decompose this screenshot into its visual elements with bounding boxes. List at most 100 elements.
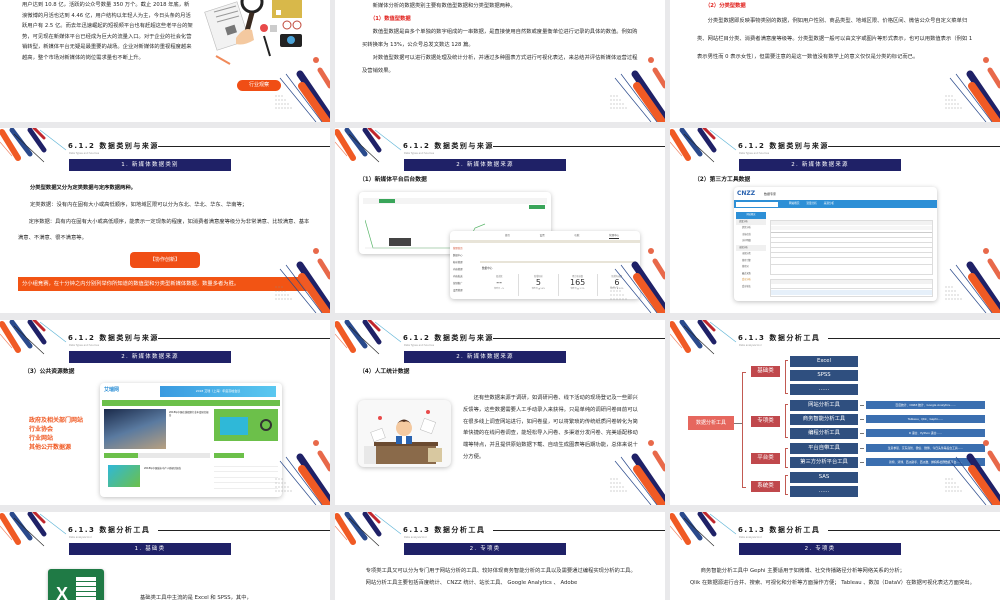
excel-icon: X [48,569,104,600]
cnzz-logo: CNZZ [737,190,756,197]
corner-stripes-decoration [335,512,405,552]
paragraph: 专项类工具又可以分为专门用于网站分析的工具、较好体现商务智能分析的工具以及需要通… [365,568,636,574]
section-subtitle: Data Types and Sources [69,152,99,155]
data-center-title: 数据中心 [482,267,493,270]
numeric-data-heading: （1）数值型数据 [369,16,411,22]
section-title: 6.1.2 数据类别与来源 [68,334,159,342]
subsection-banner: 2. 专项类 [739,543,901,555]
sidebar-item[interactable]: 受访分析 [742,278,751,281]
side-menu-item[interactable]: 内容发送 [453,275,463,278]
collaboration-pill[interactable]: 【协作创新】 [130,252,200,268]
desc-third-party-platform: 新榜、清博、西瓜助手、西瓜数、蝉妈妈社群数据平台…… [866,458,985,466]
section-subtitle: Data Types and Sources [69,344,99,347]
section-subtitle: Data analysis tool [69,536,92,539]
side-menu-item[interactable]: 内容管理 [453,268,463,271]
slide-third-party-tools[interactable]: 6.1.2 数据类别与来源 Data Types and Sources 2. … [670,128,1000,313]
site-select[interactable] [736,201,778,207]
tool-platform-builtin: 平台自带工具 [790,443,858,454]
side-menu-item[interactable]: 设置管理 [453,289,463,292]
slide-industry-observation[interactable]: 用户达到 10.8 亿，活跃的公众号数量 350 万个。截止 2018 年底，新… [0,0,330,122]
section-header: 6.1.2 数据类别与来源 Data Types and Sources [403,141,665,155]
section-title: 6.1.3 数据分析工具 [738,526,821,534]
subsection-banner: 2. 新媒体数据来源 [404,351,566,363]
manual-data-text: 还有些数据来源于调研，如调研问卷、线下活动的现场登记及一些即兴反馈等，这些数据需… [463,393,643,464]
nav-item[interactable]: 网站概况 [789,202,800,205]
cnzz-sidebar: 网站概况 流量分析 趋势分析 当前在线 访问明细 来源分析 来源分类 搜索引擎 … [736,212,766,290]
intro-text: 新媒体分析的数据类别主要有数值型数据和分类型数据两种。 [372,3,516,9]
slide-data-types[interactable]: 6.1.2 数据类别与来源 Data Types and Sources 1. … [0,128,330,313]
header-rule [493,338,665,339]
slide-platform-backend-data[interactable]: 6.1.2 数据类别与来源 Data Types and Sources 2. … [335,128,665,313]
slide-numeric-data[interactable]: 新媒体分析的数据类别主要有数值型数据和分类型数据两种。 （1）数值型数据 数值型… [335,0,665,122]
nav-item[interactable]: 来源分析 [823,202,835,205]
sidebar-item[interactable]: 搜索引擎 [742,258,751,262]
sidebar-item[interactable]: 网站概况 [736,212,766,219]
sidebar-item[interactable]: 趋势分析 [742,226,751,229]
nav-item[interactable]: 流量分析 [806,202,817,205]
tab-settings[interactable]: 设置 [539,234,545,237]
corner-stripes-decoration [930,52,1000,122]
slide-body: （2）分类型数据 分类型数据即反映事物类别的数据，例如用户性别、商品类型、地域区… [697,0,977,66]
header-rule [828,146,1000,147]
slide-categorical-data[interactable]: （2）分类型数据 分类型数据即反映事物类别的数据，例如用户性别、商品类型、地域区… [670,0,1000,122]
tab-admin[interactable]: 管理中心 [609,234,620,239]
sidebar-item[interactable]: 流量分析 [736,218,766,225]
tab-home[interactable]: 首页 [504,234,510,237]
slide-specialized-tools[interactable]: 6.1.3 数据分析工具 Data analysis tool 2. 专项类 专… [335,512,665,600]
ordinal-data-text: 定序数据：具有内在固有大小或高低顺序，能表示一定现象的程度，如消费者满意度等级分… [18,214,314,246]
sidebar-item[interactable]: 受访域名 [742,284,751,288]
categorical-data-heading: （2）分类型数据 [704,3,746,9]
subsection-heading: （4）人工统计数据 [359,369,410,375]
subsection-banner: 2. 新媒体数据来源 [69,351,231,363]
header-rule [158,530,330,531]
corner-stripes-decoration [930,435,1000,505]
section-title: 6.1.3 数据分析工具 [68,526,151,534]
article-image [104,409,166,449]
section-title: 6.1.2 数据类别与来源 [738,142,829,150]
section-title: 6.1.3 数据分析工具 [403,526,486,534]
side-menu-item[interactable]: 粉丝管理 [453,261,463,264]
paragraph: 网站分析工具主要包括百度统计、 CNZZ 统计、站长工具、 Google Ana… [365,579,578,586]
tool-basic-more: …… [790,384,858,395]
tool-system-more: …… [790,486,858,497]
stat-cards: 阅读数 -- 较昨日 --% 新增粉丝 5 较昨日 ▲ 50% 累计粉丝数 16… [480,274,636,296]
stats-table [770,220,933,275]
dashboard-tabs: 首页 设置 功能 管理中心 [490,233,634,239]
corner-stripes-decoration [595,243,665,313]
slide-bi-tools[interactable]: 6.1.3 数据分析工具 Data analysis tool 2. 专项类 商… [670,512,1000,600]
sidebar-item[interactable]: 来源分类 [742,252,751,255]
header-rule [828,338,1000,339]
subsection-heading: （3）公共资源数据 [24,369,75,375]
source-item: 政府及相关部门网站 [29,417,84,424]
side-menu-item[interactable]: 营销推广 [453,282,463,285]
sidebar-item[interactable]: 最近来路 [742,271,751,275]
side-menu-item[interactable]: 数据中心 [453,254,463,257]
desc-bi-analytics: Tableau、Qlik、Gephi…… [866,415,985,423]
desc-programming: R 语言、Python 语言…… [866,429,985,437]
sidebar-item[interactable]: 访问明细 [742,239,751,242]
basic-tools-text: 基础类工具中主流的是 Excel 和 SPSS，其中， [140,595,252,600]
slide-public-resource-data[interactable]: 6.1.2 数据类别与来源 Data Types and Sources 2. … [0,320,330,505]
numeric-data-paragraph-2: 对数值型数据可以进行数据处理及统计分析，并通过多种图表方式进行可视化表达，来总结… [362,55,638,74]
corner-stripes-decoration [260,52,330,122]
slide-basic-tools[interactable]: 6.1.3 数据分析工具 Data analysis tool 1. 基础类 X… [0,512,330,600]
side-menu-item[interactable]: 管理首页 [453,247,463,250]
slide-manual-statistics[interactable]: 6.1.2 数据类别与来源 Data Types and Sources 2. … [335,320,665,505]
section-subtitle: Data analysis tool [404,536,427,539]
section-title: 6.1.2 数据类别与来源 [403,142,494,150]
tool-sas: SAS [790,472,858,483]
sidebar-item[interactable]: 搜索词 [742,265,749,268]
header-rule [158,146,330,147]
sidebar-item[interactable]: 当前在线 [742,232,751,236]
industry-observation-pill[interactable]: 行业观察 [237,80,281,91]
sidebar-item[interactable]: 来源分析 [736,244,766,251]
tab-features[interactable]: 功能 [574,234,580,237]
slide-analysis-tools-tree[interactable]: 6.1.3 数据分析工具 Data analysis tool 数据分析工具 基… [670,320,1000,505]
slide-body: 分类型数据又分为定类数据与定序数据两种。 定类数据：没有内在固有大小或高低顺序，… [30,180,310,214]
section-title: 6.1.2 数据类别与来源 [68,142,159,150]
nominal-data-text: 定类数据：没有内在固有大小或高低顺序，如地域区限可以分为东北、华北、华东、华南等… [30,202,248,208]
admin-dashboard-screenshot: 首页 设置 功能 管理中心 管理首页 数据中心 粉丝管理 内容管理 内容发送 营… [450,231,640,299]
desc-platform-builtin: 生意参谋、京东商智、微信、微博、今日头条等后台工具…… [866,444,985,452]
source-item: 行业协会 [29,426,54,433]
